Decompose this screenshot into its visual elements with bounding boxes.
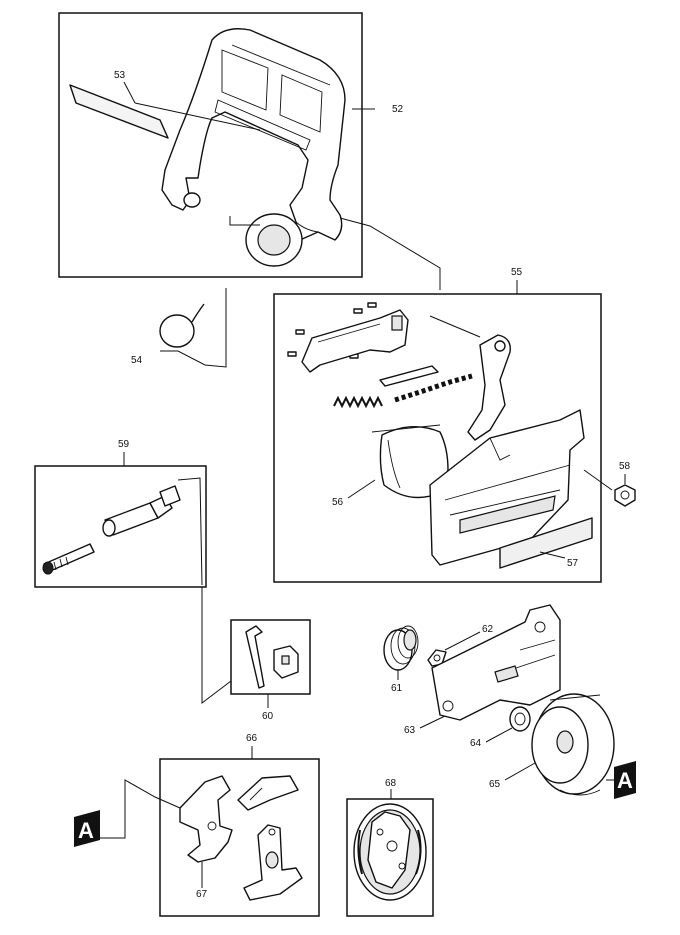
box-hand-guard — [58, 12, 363, 278]
marker-a-right: A — [614, 761, 636, 799]
callout-68: 68 — [385, 778, 397, 789]
callout-66: 66 — [246, 733, 258, 744]
svg-text:A: A — [617, 768, 633, 793]
spring-pin-parts — [42, 485, 181, 575]
box-clutch-shoes — [159, 758, 320, 917]
callout-53: 53 — [114, 70, 126, 81]
box-chain-brake — [273, 293, 602, 583]
washer-part — [509, 706, 531, 732]
spring-part — [383, 625, 419, 671]
svg-text:A: A — [78, 818, 94, 843]
callout-56: 56 — [332, 497, 344, 508]
pawl-part — [427, 649, 447, 667]
clutch-shoe-parts — [179, 775, 303, 901]
box-pin-set — [230, 619, 311, 695]
callout-62: 62 — [482, 624, 494, 635]
box-spring-pin — [34, 465, 207, 588]
pin-set-parts — [245, 625, 299, 689]
clutch-drum-part — [531, 693, 615, 796]
marker-a-left: A — [74, 810, 100, 847]
callout-52: 52 — [392, 104, 404, 115]
callout-55: 55 — [511, 267, 523, 278]
ring-part — [159, 303, 205, 348]
callout-60: 60 — [262, 711, 274, 722]
clutch-part — [353, 803, 427, 901]
callout-65: 65 — [489, 779, 501, 790]
callout-54: 54 — [131, 355, 143, 366]
callout-57: 57 — [567, 558, 579, 569]
callout-61: 61 — [391, 683, 403, 694]
callout-67: 67 — [196, 889, 208, 900]
callout-59: 59 — [118, 439, 130, 450]
callout-58: 58 — [619, 461, 631, 472]
callout-64: 64 — [470, 738, 482, 749]
brake-linkage-parts — [287, 302, 593, 569]
nut-part — [614, 484, 636, 507]
hand-guard-label-53 — [69, 84, 169, 139]
plate-part — [431, 604, 561, 721]
callout-63: 63 — [404, 725, 416, 736]
box-clutch — [346, 798, 434, 917]
hand-guard-part — [161, 28, 346, 267]
